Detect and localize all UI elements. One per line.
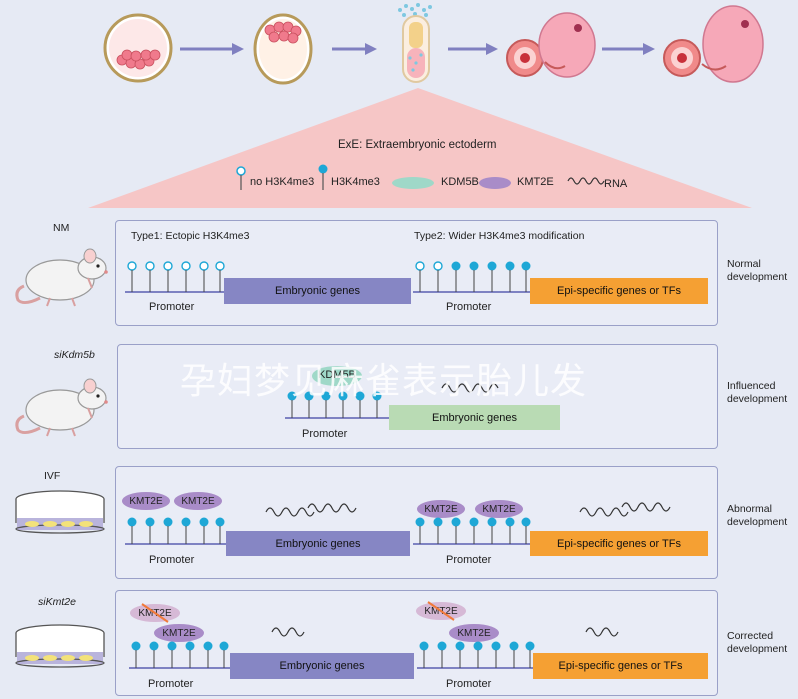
mouse-icon — [15, 378, 108, 437]
rna-icon — [579, 502, 671, 517]
exe-triangle — [88, 88, 752, 208]
outcome-influenced: Influenced development — [727, 380, 788, 405]
culture-dish-icon — [15, 624, 105, 668]
legend-kdm5b-icon — [392, 177, 434, 189]
epi-genes-bar: Epi-specific genes or TFs — [533, 653, 708, 679]
sikmt2e-promoter-2 — [417, 641, 536, 669]
embryonic-genes-bar: Embryonic genes — [224, 278, 411, 304]
kmt2e-blob: KMT2E — [417, 500, 465, 518]
stage-arrow — [332, 43, 377, 55]
outcome-normal: Normal development — [727, 258, 788, 283]
embryonic-genes-bar: Embryonic genes — [230, 653, 414, 679]
promoter-label: Promoter — [149, 301, 195, 313]
kdm5b-blob — [312, 366, 362, 386]
promoter-label: Promoter — [148, 678, 194, 690]
condition-sikdm5b: siKdm5b — [54, 349, 95, 361]
mouse-icon — [15, 248, 108, 307]
culture-dish-icon — [15, 490, 105, 534]
legend-rna: RNA — [604, 178, 628, 190]
legend-kmt2e: KMT2E — [517, 176, 554, 188]
knockdown-cross-icon — [427, 601, 455, 621]
condition-ivf: IVF — [44, 470, 61, 482]
embryo-placenta-icon — [663, 5, 764, 83]
legend-no-h3k4me3: no H3K4me3 — [250, 176, 315, 188]
epi-genes-bar: Epi-specific genes or TFs — [530, 278, 708, 304]
exe-label: ExE: Extraembryonic ectoderm — [338, 139, 497, 151]
promoter-label: Promoter — [446, 678, 492, 690]
condition-nm: NM — [53, 222, 70, 234]
nm-promoter-2 — [413, 261, 532, 293]
legend-h3k4me3-icon — [318, 164, 328, 190]
rna-icon — [585, 627, 619, 637]
type2-label: Type2: Wider H3K4me3 modification — [414, 230, 585, 242]
condition-sikmt2e: siKmt2e — [38, 596, 76, 608]
legend-kmt2e-icon — [479, 177, 511, 189]
legend-h3k4me3: H3K4me3 — [331, 176, 380, 188]
kmt2e-blob: KMT2E — [449, 624, 499, 642]
outcome-abnormal: Abnormal development — [727, 503, 788, 528]
rna-icon — [271, 627, 305, 637]
kmt2e-blob: KMT2E — [475, 500, 523, 518]
blastocyst-early-icon — [103, 13, 173, 83]
watermark-text: 孕妇梦见麻雀表示胎儿发 — [180, 361, 588, 402]
ivf-promoter-2 — [413, 517, 532, 545]
kmt2e-blob: KMT2E — [174, 492, 222, 510]
egg-cylinder-icon — [398, 3, 432, 83]
ivf-promoter-1 — [125, 517, 228, 545]
panel-nm — [115, 220, 718, 326]
legend-rna-icon — [567, 177, 605, 185]
panel-sikdm5b — [117, 344, 718, 449]
promoter-label: Promoter — [302, 428, 348, 440]
promoter-label: Promoter — [149, 554, 195, 566]
promoter-label: Promoter — [446, 301, 492, 313]
legend-kdm5b: KDM5B — [441, 176, 479, 188]
sikmt2e-promoter-1 — [129, 641, 232, 669]
outcome-corrected: Corrected development — [727, 630, 788, 655]
embryo-placenta-icon — [506, 12, 596, 78]
blastocyst-late-icon — [253, 13, 313, 85]
embryonic-genes-bar-green: Embryonic genes — [389, 405, 560, 430]
stage-arrow — [602, 43, 655, 55]
kdm5b-label: KDM5B — [318, 369, 356, 381]
knockdown-cross-icon — [141, 603, 169, 623]
kmt2e-blob: KMT2E — [122, 492, 170, 510]
rna-icon — [265, 503, 357, 517]
epi-genes-bar: Epi-specific genes or TFs — [530, 531, 708, 556]
development-stages — [88, 3, 764, 208]
rna-icon — [441, 383, 499, 393]
sikdm5b-promoter — [285, 391, 392, 419]
embryonic-genes-bar: Embryonic genes — [226, 531, 410, 556]
type1-label: Type1: Ectopic H3K4me3 — [131, 230, 250, 242]
promoter-label: Promoter — [446, 554, 492, 566]
legend-no-h3k4me3-icon — [236, 166, 246, 190]
stage-arrow — [180, 43, 244, 55]
nm-promoter-1 — [125, 261, 228, 293]
stage-arrow — [448, 43, 498, 55]
kmt2e-blob: KMT2E — [154, 624, 204, 642]
